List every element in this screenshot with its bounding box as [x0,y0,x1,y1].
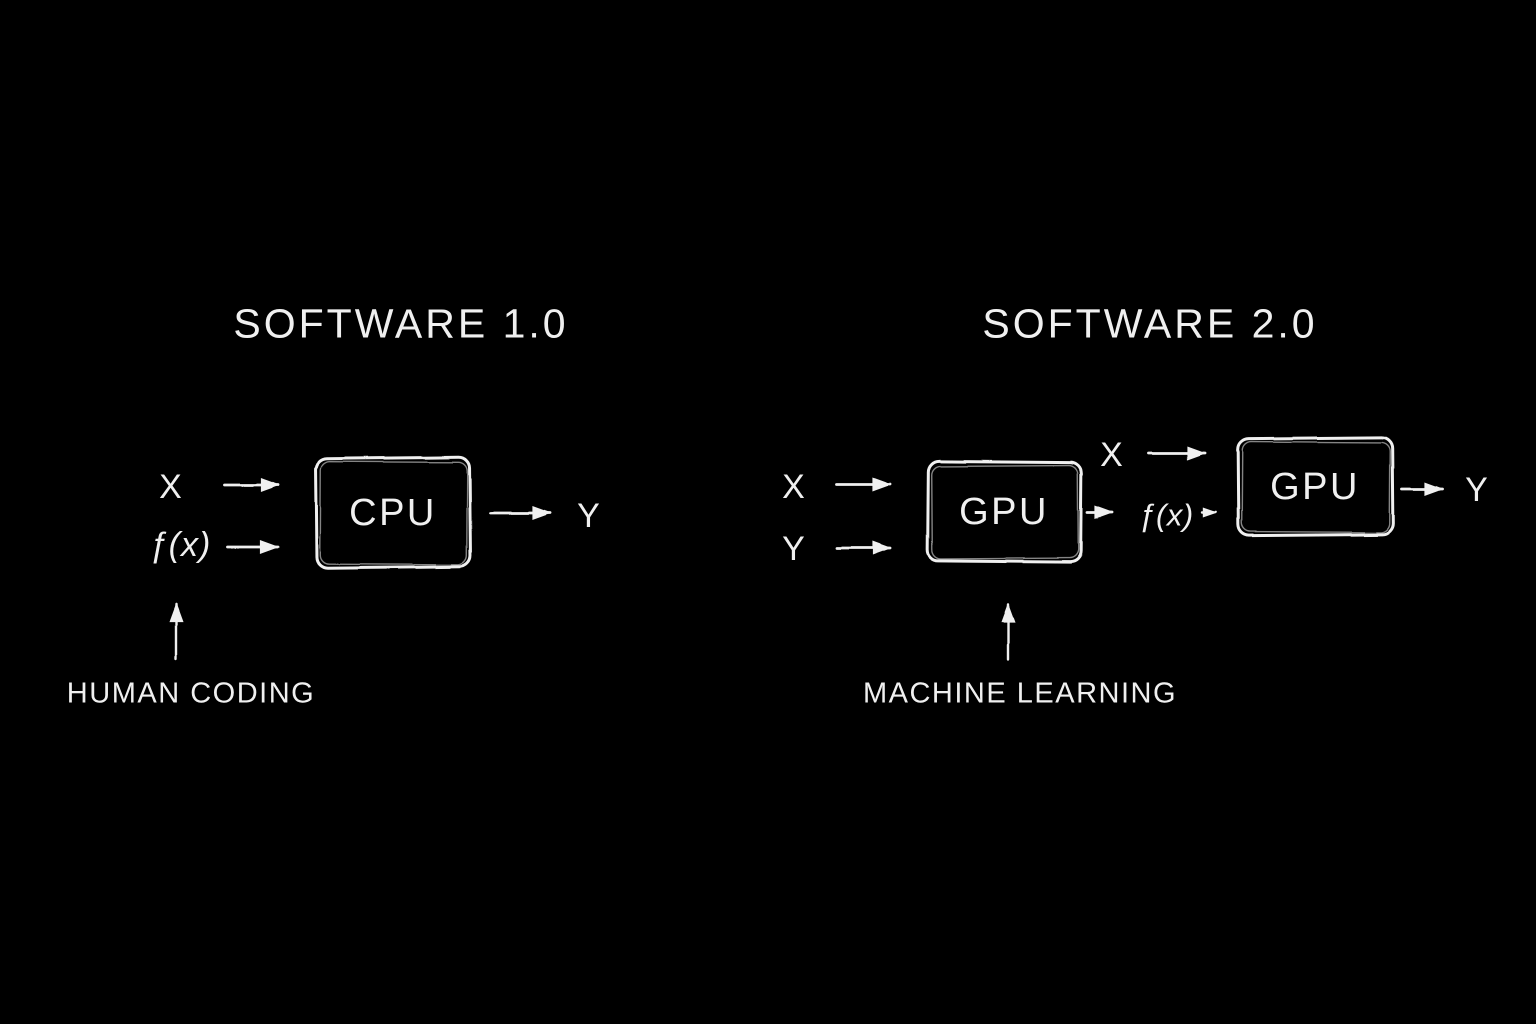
gpu-infer-box [1236,435,1395,538]
right-output-y-label: Y [1465,471,1489,509]
gpu-infer-label: GPU [1270,466,1360,508]
gpu-train-box [926,459,1083,564]
left-input-fx-label: ƒ(x) [148,526,212,564]
machine-learning-caption: MACHINE LEARNING [862,677,1178,710]
cpu-box [314,455,472,570]
intermediate-x-label: X [1100,436,1124,474]
human-coding-caption: HUMAN CODING [66,677,316,710]
left-input-x-label: X [159,468,183,506]
cpu-label: CPU [349,492,437,534]
left-output-y-label: Y [577,497,601,535]
right-input-y-label: Y [782,530,806,568]
intermediate-fx-label: ƒ(x) [1138,497,1194,533]
right-input-x-label: X [782,468,806,506]
software-2-title: SOFTWARE 2.0 [982,300,1318,347]
gpu-train-label: GPU [959,491,1049,533]
software-1-title: SOFTWARE 1.0 [233,300,569,347]
